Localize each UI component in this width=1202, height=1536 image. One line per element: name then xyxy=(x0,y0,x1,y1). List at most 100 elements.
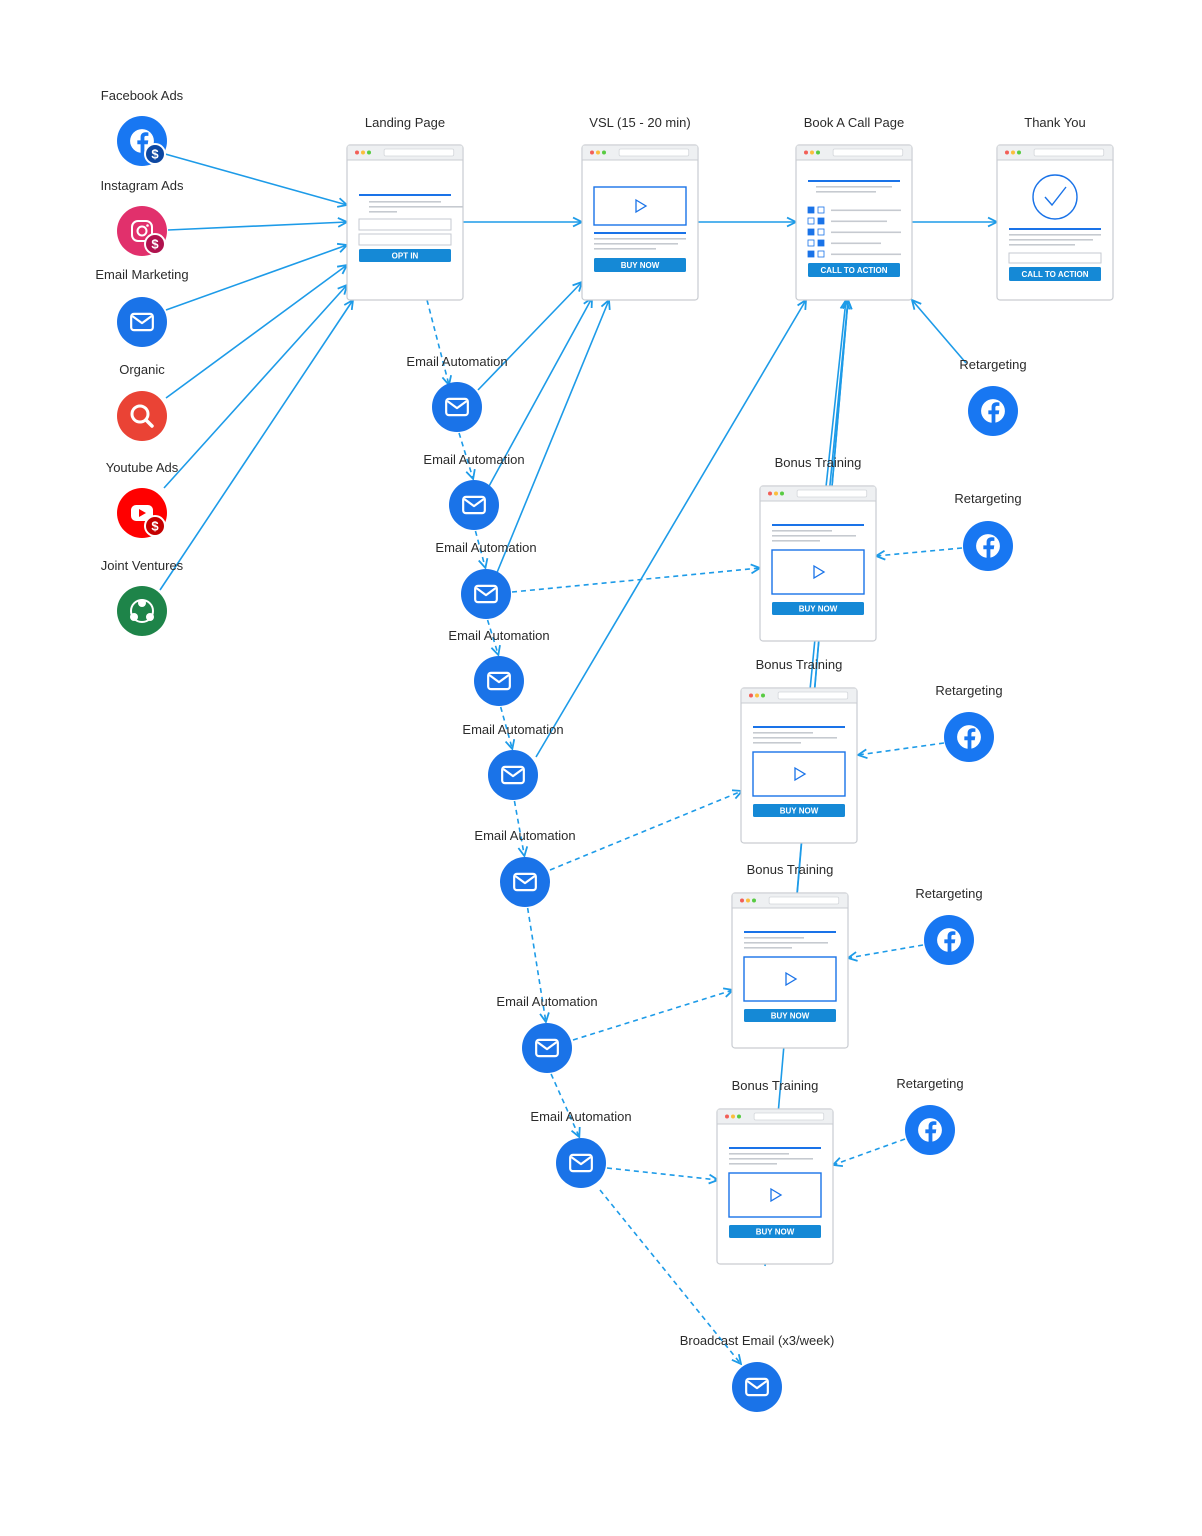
email-automation-1[interactable]: Email Automation xyxy=(406,354,508,432)
dollar-sign: $ xyxy=(151,519,159,534)
heading-line xyxy=(1009,228,1101,230)
source-search[interactable]: Organic xyxy=(117,362,167,441)
email-to-bonus-arrow xyxy=(511,568,760,593)
input-field[interactable] xyxy=(1008,252,1102,264)
dollar-sign: $ xyxy=(151,147,159,162)
call-to-action-button[interactable] xyxy=(1009,267,1101,281)
email-to-bonus-arrow xyxy=(572,990,733,1041)
text-line xyxy=(753,732,813,734)
text-line xyxy=(1009,234,1101,236)
optin-button-label: OPT IN xyxy=(392,252,419,261)
page-title: VSL (15 - 20 min) xyxy=(589,115,690,130)
checkbox[interactable] xyxy=(817,217,825,225)
instagram-lens xyxy=(136,225,148,237)
text-line xyxy=(729,1163,777,1165)
checkbox[interactable] xyxy=(807,250,815,258)
checkbox[interactable] xyxy=(817,239,825,247)
retargeting-2[interactable]: Retargeting xyxy=(954,491,1022,571)
email-automation-label: Email Automation xyxy=(448,628,549,643)
checkbox[interactable] xyxy=(807,239,815,247)
source-label: Joint Ventures xyxy=(101,558,184,573)
video-player[interactable] xyxy=(771,549,865,595)
email-chain-arrow xyxy=(474,530,485,568)
call-to-action-button[interactable] xyxy=(808,263,900,277)
search-icon xyxy=(130,404,150,424)
video-player[interactable] xyxy=(728,1172,822,1218)
source-share-network[interactable]: Joint Ventures xyxy=(101,558,184,636)
text-line xyxy=(729,1153,789,1155)
email-automation-6[interactable]: Email Automation xyxy=(474,828,576,907)
email-automation-8[interactable]: Email Automation xyxy=(530,1109,632,1188)
dollar-badge-icon xyxy=(144,515,166,537)
retargeting-4[interactable]: Retargeting xyxy=(915,886,983,965)
buy-now-button[interactable] xyxy=(594,258,686,272)
buy-now-button-label: BUY NOW xyxy=(621,261,660,270)
instagram-icon xyxy=(131,220,153,242)
email-automation-3[interactable]: Email Automation xyxy=(435,540,537,619)
video-player[interactable] xyxy=(593,186,687,226)
retargeting-1[interactable]: Retargeting xyxy=(959,357,1027,436)
text-line xyxy=(816,191,876,193)
retargeting-5[interactable]: Retargeting xyxy=(896,1076,964,1155)
video-player[interactable] xyxy=(752,751,846,797)
buy-now-button[interactable] xyxy=(744,1009,836,1022)
checkbox[interactable] xyxy=(807,217,815,225)
email-automation-4[interactable]: Email Automation xyxy=(448,628,550,706)
retargeting-label: Retargeting xyxy=(915,886,982,901)
source-youtube-dollar[interactable]: Youtube Ads$ xyxy=(106,460,179,538)
checkbox[interactable] xyxy=(817,250,825,258)
checkbox[interactable] xyxy=(807,206,815,214)
window-dot xyxy=(596,150,600,155)
buy-now-button[interactable] xyxy=(729,1225,821,1238)
address-bar xyxy=(1033,148,1105,157)
text-line xyxy=(772,535,856,537)
window-dot xyxy=(740,898,744,903)
text-line xyxy=(744,942,828,944)
source-facebook-dollar[interactable]: Facebook Ads$ xyxy=(101,88,184,166)
checkbox[interactable] xyxy=(817,206,825,214)
page-title: Book A Call Page xyxy=(804,115,904,130)
buy-now-button[interactable] xyxy=(753,804,845,817)
email-to-vsl-arrow xyxy=(495,300,609,576)
bonus-training-label: Bonus Training xyxy=(747,862,834,877)
page-vsl[interactable]: VSL (15 - 20 min) BUY NOW xyxy=(581,115,699,301)
buy-now-button[interactable] xyxy=(772,602,864,615)
video-player[interactable] xyxy=(743,956,837,1002)
page-frame xyxy=(795,144,913,301)
source-node[interactable] xyxy=(117,586,167,636)
email-automation-7[interactable]: Email Automation xyxy=(496,994,598,1073)
broadcast-email[interactable]: Broadcast Email (x3/week) xyxy=(680,1333,835,1412)
email-input[interactable] xyxy=(358,233,452,246)
source-label: Organic xyxy=(119,362,165,377)
window-dot xyxy=(768,491,772,496)
text-line xyxy=(831,220,887,223)
email-chain-arrow xyxy=(550,1073,579,1137)
source-email[interactable]: Email Marketing xyxy=(95,267,189,347)
youtube-play xyxy=(139,509,146,517)
email-chain-arrow xyxy=(458,432,473,479)
checkbox[interactable] xyxy=(817,228,825,236)
window-dot xyxy=(1017,150,1021,155)
source-node[interactable] xyxy=(117,391,167,441)
retargeting-arrow xyxy=(833,1138,906,1165)
source-instagram-dollar[interactable]: Instagram Ads$ xyxy=(100,178,184,256)
name-input[interactable] xyxy=(358,218,452,231)
email-automation-5[interactable]: Email Automation xyxy=(462,722,564,800)
checkbox[interactable] xyxy=(807,228,815,236)
email-automation-2[interactable]: Email Automation xyxy=(423,452,525,530)
retargeting-3[interactable]: Retargeting xyxy=(935,683,1003,762)
buy-now-button-label: BUY NOW xyxy=(780,807,819,816)
email-automation-label: Email Automation xyxy=(423,452,524,467)
optin-button[interactable] xyxy=(359,249,451,262)
nodes: Facebook Ads$ Instagram Ads$ Email Marketi… xyxy=(95,88,1114,1412)
window-dot xyxy=(761,693,765,698)
text-line xyxy=(1009,244,1075,246)
